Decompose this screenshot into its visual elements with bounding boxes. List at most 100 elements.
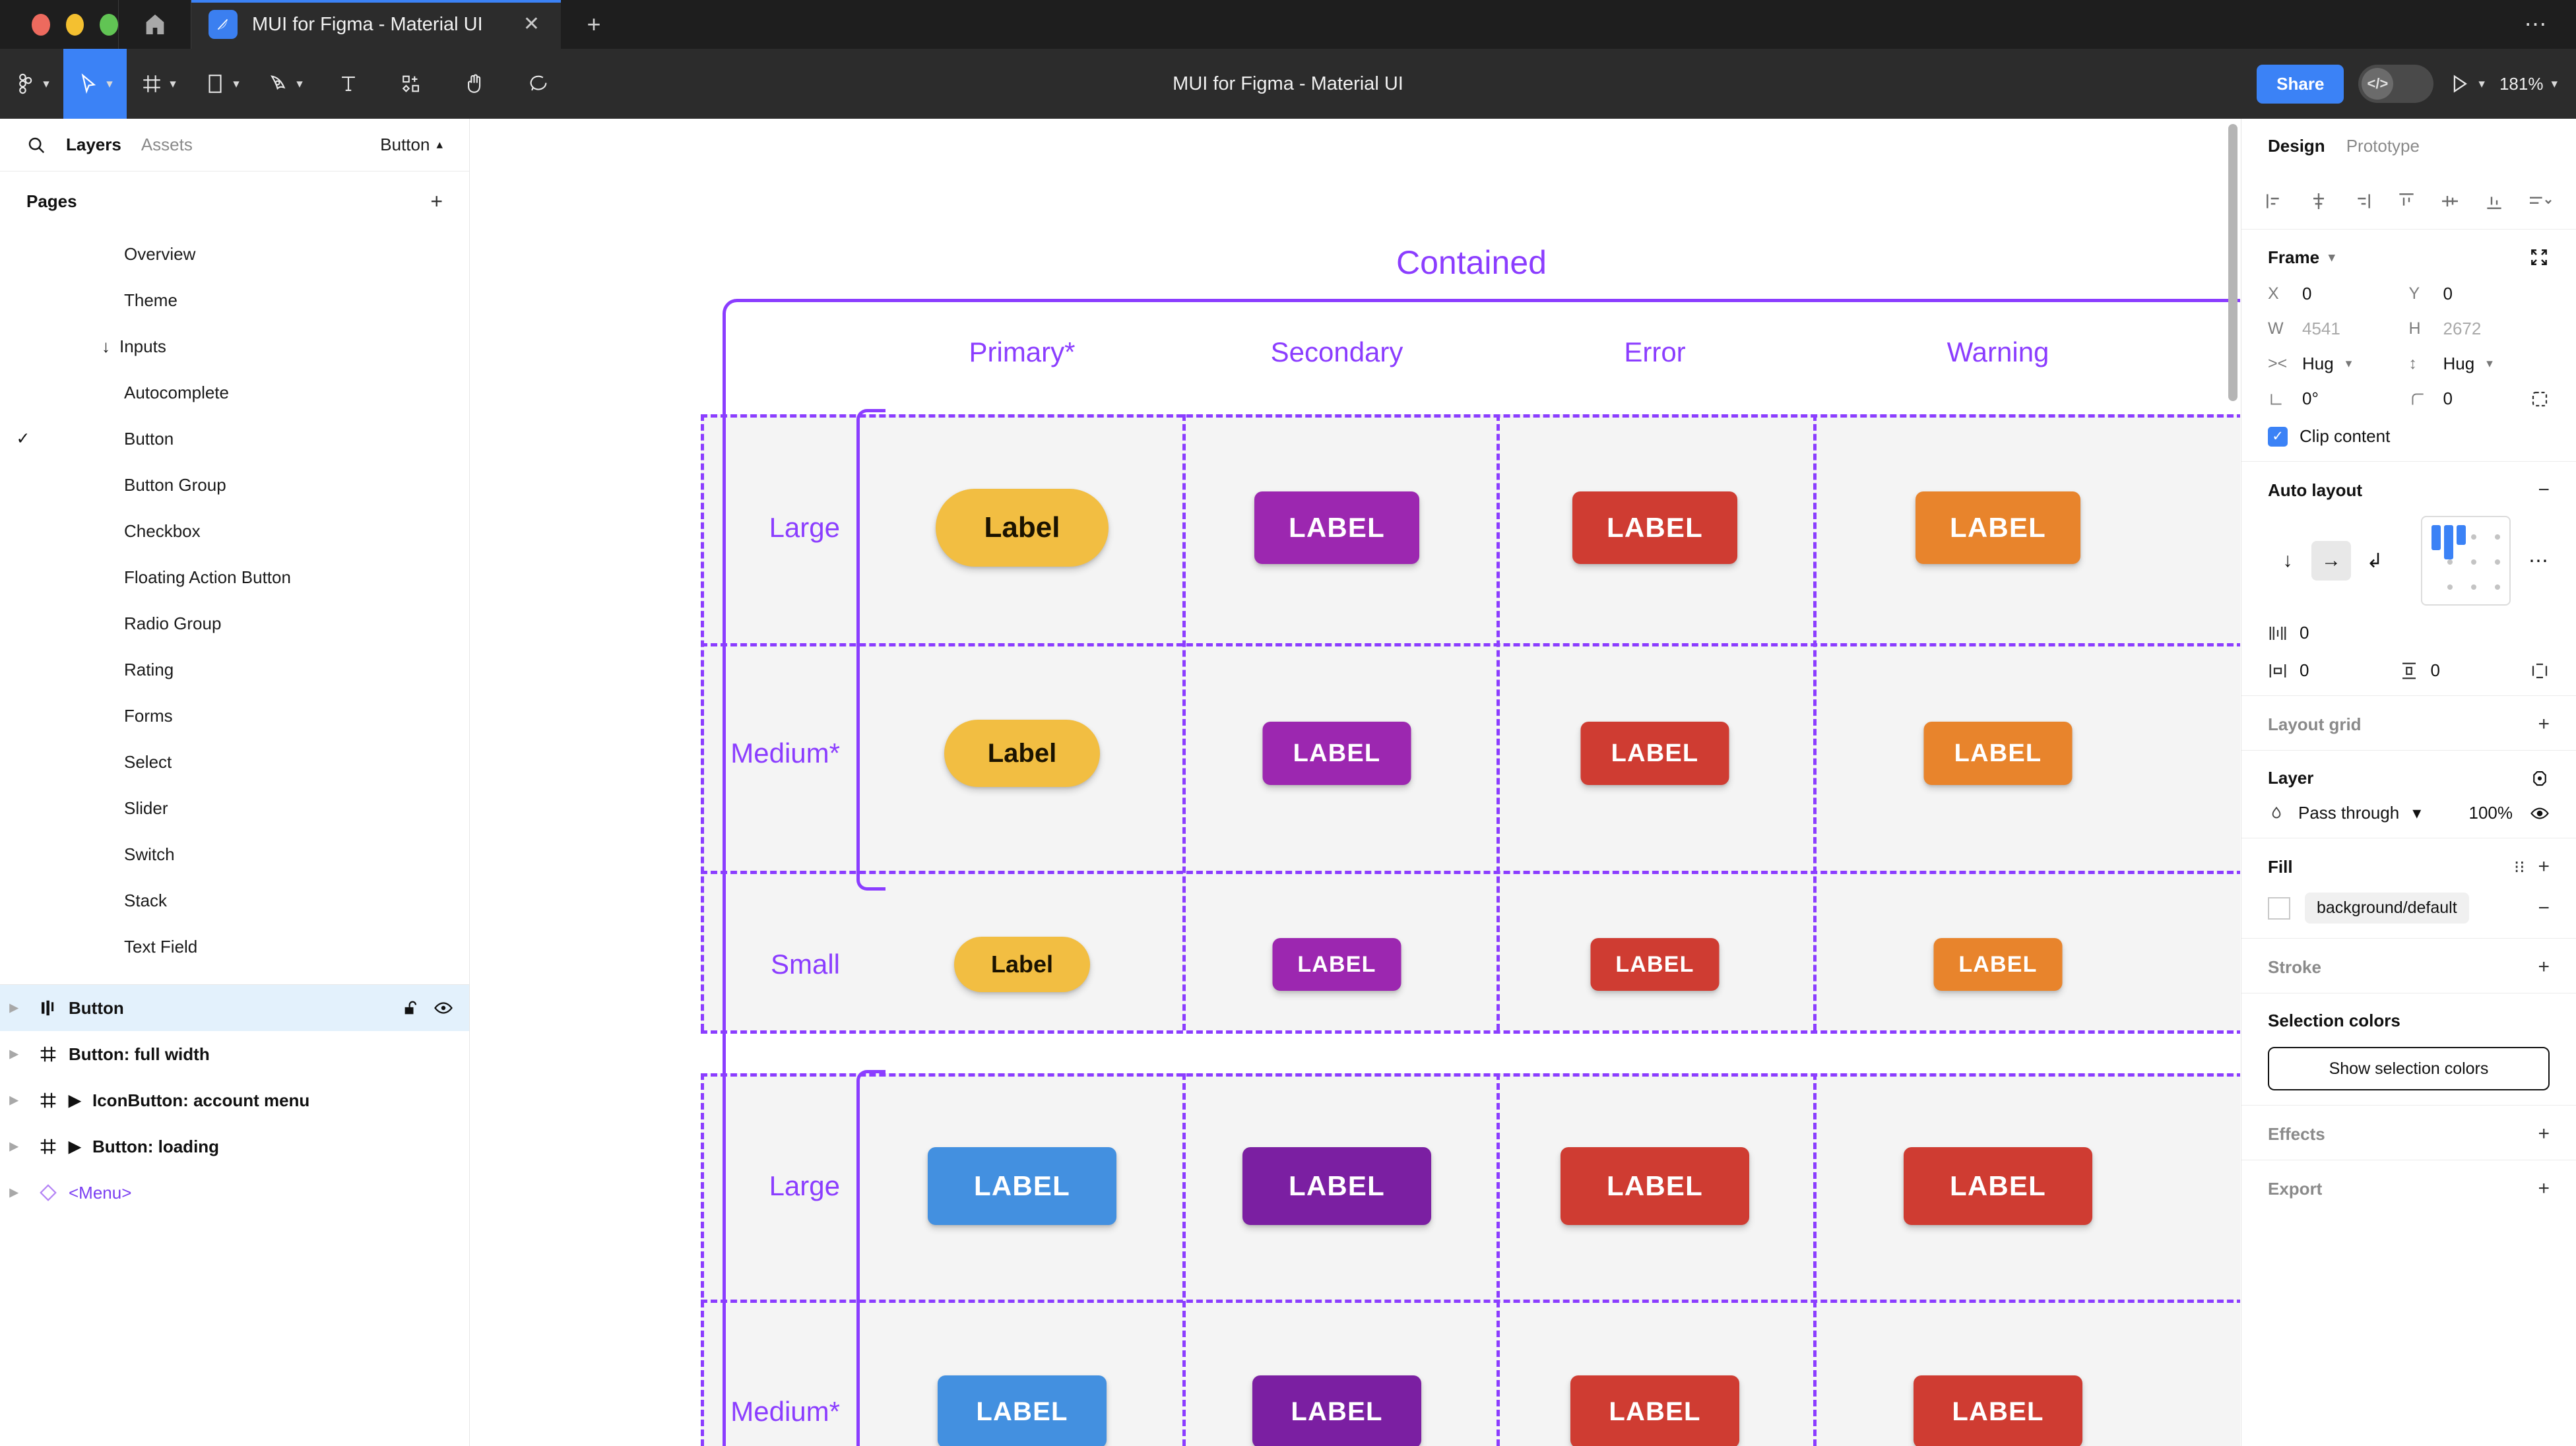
individual-padding-icon[interactable] [2530,661,2550,681]
width-property[interactable]: W 4541 [2268,319,2409,339]
canvas-button[interactable]: LABEL [1262,722,1411,785]
chevron-down-icon[interactable]: ▾ [2329,250,2335,265]
frame-tool-icon[interactable]: ▾ [127,49,190,119]
layer-row[interactable]: ▶<Menu> [0,1170,469,1216]
gap-property[interactable]: 0 [2268,623,2400,643]
text-tool-icon[interactable] [317,49,380,119]
fill-style-token[interactable]: background/default [2305,893,2469,924]
expand-layer-icon[interactable]: ▶ [9,1140,18,1152]
unlock-icon[interactable] [402,999,420,1017]
expand-layer-icon[interactable]: ▶ [9,1094,18,1106]
page-item-inputs[interactable]: ↓Inputs [0,323,469,369]
dev-mode-toggle[interactable]: </> [2358,65,2434,103]
layer-row[interactable]: ▶▶Button: loading [0,1123,469,1170]
page-item-rating[interactable]: Rating [0,646,469,693]
add-export-button[interactable]: + [2538,1178,2550,1199]
height-property[interactable]: H 2672 [2409,319,2550,339]
search-icon[interactable] [26,135,46,155]
fill-color-swatch[interactable] [2268,896,2290,920]
resources-tool-icon[interactable] [380,49,443,119]
page-item-forms[interactable]: Forms [0,693,469,739]
figma-menu-icon[interactable]: ▾ [0,49,63,119]
align-bottom-icon[interactable] [2484,191,2505,212]
page-item-text-field[interactable]: Text Field [0,924,469,970]
pen-tool-icon[interactable]: ▾ [253,49,317,119]
rotation-property[interactable]: 0° [2268,389,2409,409]
page-item-select[interactable]: Select [0,739,469,785]
horizontal-resizing-property[interactable]: >< Hug ▾ [2268,354,2409,374]
canvas-button[interactable]: LABEL [1916,491,2080,564]
opacity-group[interactable]: 100% [2469,803,2550,823]
page-item-floating-action-button[interactable]: Floating Action Button [0,554,469,600]
hand-tool-icon[interactable] [443,49,507,119]
layer-effects-icon[interactable] [2530,769,2550,788]
canvas-button[interactable]: LABEL [1254,491,1419,564]
tab-assets[interactable]: Assets [141,135,193,154]
align-horizontal-center-icon[interactable] [2308,191,2329,212]
close-window-icon[interactable] [32,13,50,36]
align-left-icon[interactable] [2264,191,2285,212]
maximize-window-icon[interactable] [100,13,119,36]
clip-content-checkbox[interactable]: ✓ [2268,426,2288,447]
visibility-eye-icon[interactable] [2530,803,2550,823]
clip-content-row[interactable]: ✓ Clip content [2268,426,2550,447]
page-item-theme[interactable]: Theme [0,277,469,323]
corner-radius-property[interactable]: 0 [2409,389,2550,409]
visibility-eye-icon[interactable] [434,998,453,1018]
y-property[interactable]: Y 0 [2409,284,2550,304]
canvas-button[interactable]: LABEL [1572,491,1737,564]
page-item-radio-group[interactable]: Radio Group [0,600,469,646]
canvas-button[interactable]: LABEL [938,1375,1107,1446]
independent-corners-icon[interactable] [2530,389,2550,409]
share-button[interactable]: Share [2257,64,2344,104]
align-vertical-center-icon[interactable] [2439,191,2461,212]
align-top-icon[interactable] [2396,191,2417,212]
close-tab-icon[interactable]: ✕ [523,13,540,35]
add-fill-button[interactable]: + [2538,856,2550,877]
canvas-button[interactable]: LABEL [1590,938,1720,991]
page-item-autocomplete[interactable]: Autocomplete [0,369,469,416]
present-button[interactable]: ▾ [2448,73,2485,95]
auto-layout-more-options-icon[interactable]: ⋯ [2528,550,2550,572]
frame-resize-icon[interactable] [2528,247,2550,268]
new-tab-button[interactable]: + [587,11,601,38]
page-item-checkbox[interactable]: Checkbox [0,508,469,554]
fill-styles-icon[interactable]: ⁝⁝ [2513,856,2525,877]
remove-auto-layout-button[interactable]: − [2538,479,2550,501]
canvas-button[interactable]: LABEL [1933,938,2063,991]
direction-wrap-icon[interactable]: ↲ [2366,550,2383,572]
horizontal-padding-property[interactable]: 0 [2268,660,2399,681]
canvas-button[interactable]: Label [936,489,1109,567]
expand-layer-icon[interactable]: ▶ [9,1048,18,1060]
browser-tab[interactable]: MUI for Figma - Material UI ✕ [191,0,561,49]
page-item-stack[interactable]: Stack [0,877,469,924]
page-item-button-group[interactable]: Button Group [0,462,469,508]
frame-title-label[interactable]: Contained [1396,244,1547,281]
canvas-button[interactable]: LABEL [1242,1147,1431,1225]
canvas-button[interactable]: LABEL [1252,1375,1421,1446]
browser-menu-icon[interactable]: ⋯ [2524,12,2549,37]
blend-mode-row[interactable]: Pass through ▾ 100% [2268,803,2550,823]
canvas-button[interactable]: Label [944,720,1100,787]
home-button[interactable] [119,0,191,49]
distribute-menu-icon[interactable] [2527,191,2554,212]
direction-vertical-icon[interactable]: ↓ [2282,550,2293,571]
canvas-button[interactable]: LABEL [1914,1375,2082,1446]
chevron-down-icon[interactable]: ▾ [2478,77,2485,91]
page-selector[interactable]: Button ▴ [380,135,443,155]
vertical-resizing-property[interactable]: ↕ Hug ▾ [2409,354,2550,374]
canvas-button[interactable]: LABEL [1570,1375,1739,1446]
fill-item[interactable]: background/default − [2268,893,2550,924]
canvas-button[interactable]: Label [954,937,1090,992]
layer-row[interactable]: ▶▶IconButton: account menu [0,1077,469,1123]
page-item-overview[interactable]: Overview [0,231,469,277]
layer-row[interactable]: ▶Button [0,985,469,1031]
tab-layers[interactable]: Layers [66,135,121,154]
add-stroke-button[interactable]: + [2538,956,2550,978]
minimize-window-icon[interactable] [65,13,84,36]
page-item-button[interactable]: ✓Button [0,416,469,462]
canvas-button[interactable]: LABEL [1561,1147,1749,1225]
add-layout-grid-button[interactable]: + [2538,713,2550,735]
tab-design[interactable]: Design [2268,135,2325,156]
